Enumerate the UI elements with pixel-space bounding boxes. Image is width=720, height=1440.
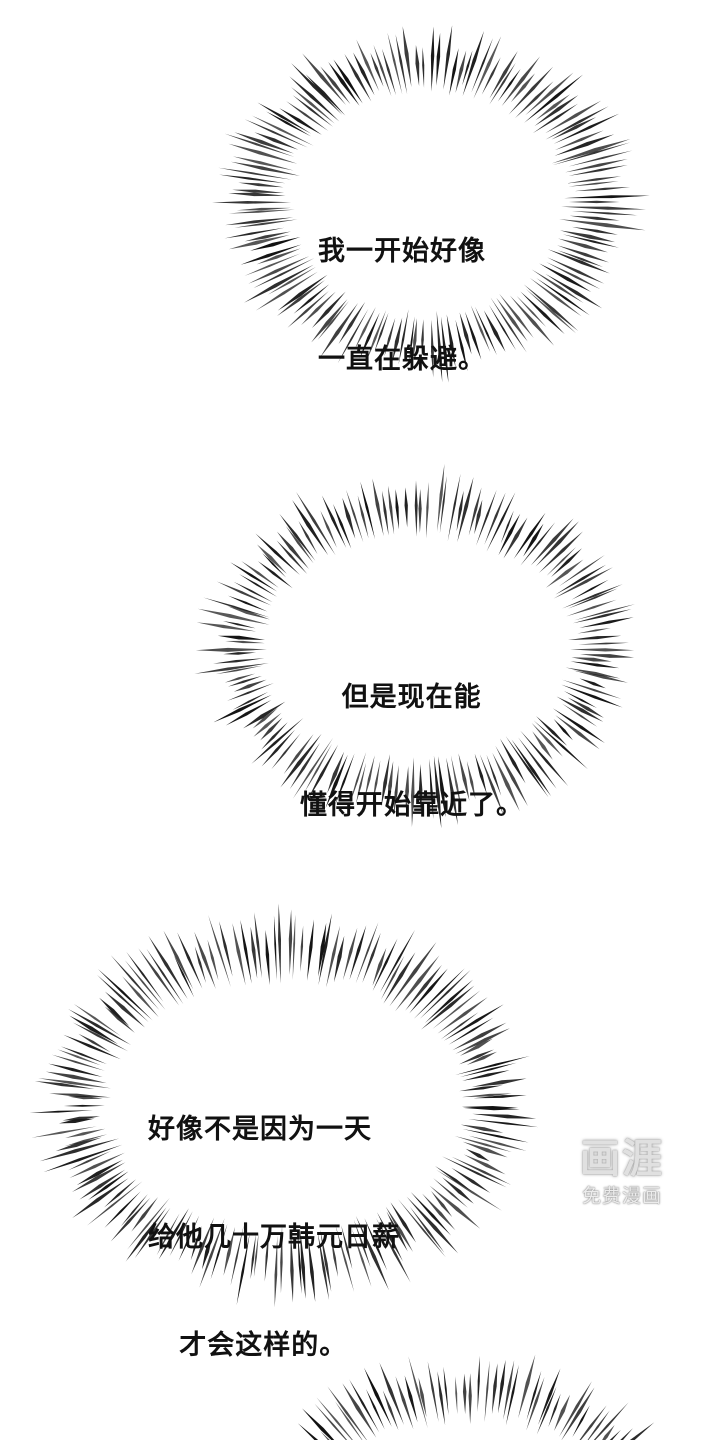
bubble-2-line-2: 懂得开始靠近了。 (300, 790, 524, 821)
bubble-1-line-2: 一直在躲避。 (318, 344, 486, 375)
burst-4 (297, 1354, 674, 1440)
bubble-1-line-1: 我一开始好像 (318, 236, 486, 267)
bubble-3-line-1: 好像不是因为一天 (148, 1114, 372, 1145)
watermark: 画涯 免费漫画 (563, 1135, 681, 1209)
burst-3 (29, 903, 539, 1308)
watermark-logo: 画涯 (580, 1136, 664, 1182)
watermark-subtitle: 免费漫画 (581, 1185, 662, 1207)
thought-bubble-2-text: 但是现在能 懂得开始靠近了。 (300, 608, 524, 896)
bubble-3-line-3: 才会这样的。 (148, 1330, 348, 1361)
thought-bubble-3-text: 好像不是因为一天 给他几十万韩元日薪 才会这样的。 (148, 1040, 400, 1436)
bubble-2-line-1: 但是现在能 (300, 682, 482, 713)
burst-1 (212, 25, 650, 383)
burst-2 (194, 464, 636, 829)
thought-bubble-1-text: 我一开始好像 一直在躲避。 (318, 162, 486, 450)
bubble-3-line-2: 给他几十万韩元日薪 (148, 1222, 400, 1253)
